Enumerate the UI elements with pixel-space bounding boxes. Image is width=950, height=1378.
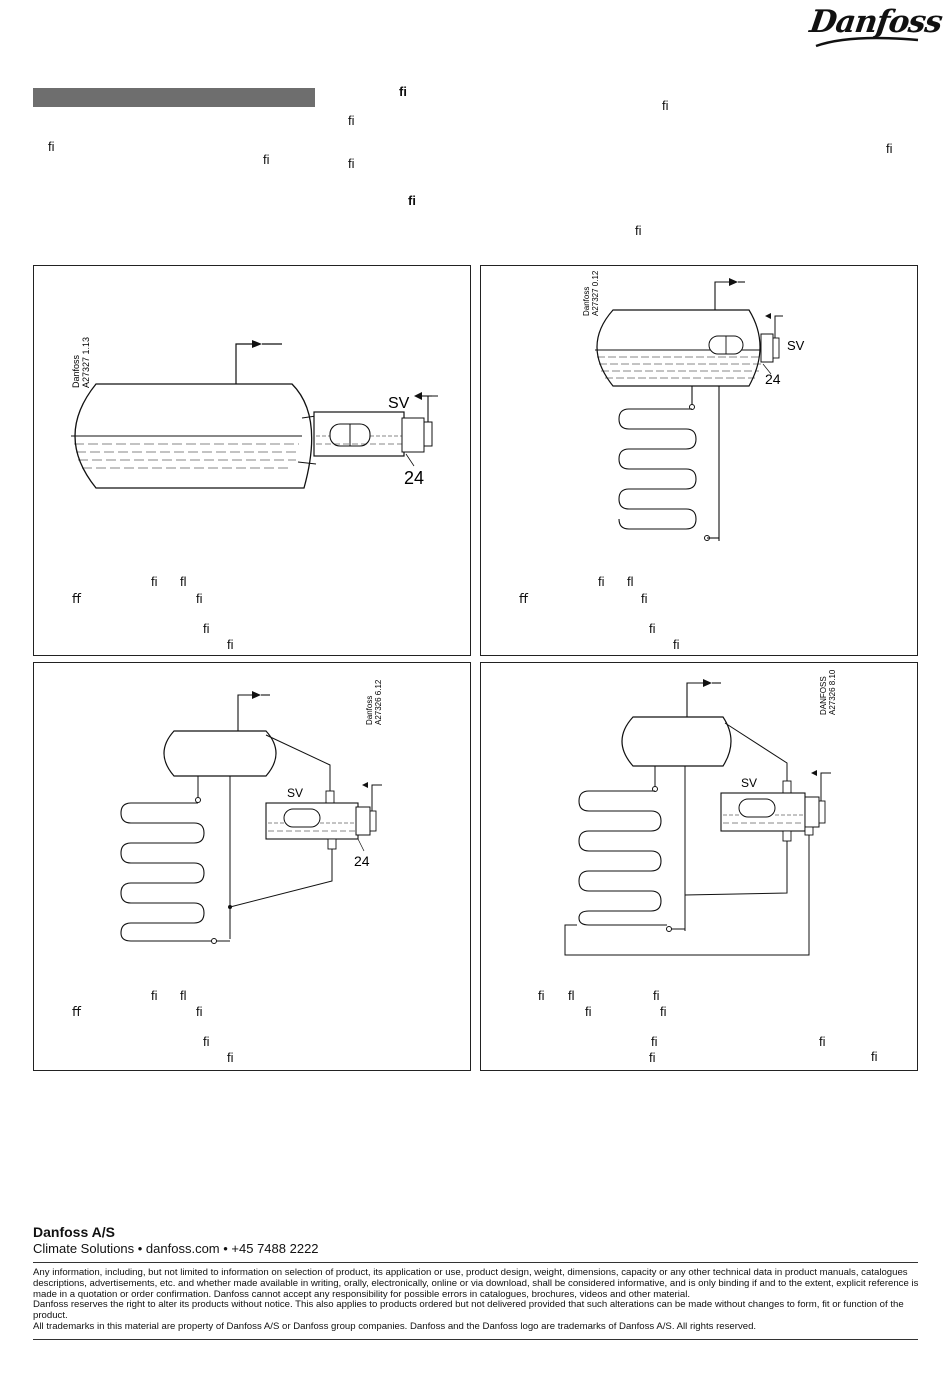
section-header-bar xyxy=(33,88,315,107)
sv-label: SV xyxy=(287,786,303,800)
drawing-code-line1: Danfoss xyxy=(71,354,81,388)
caption-fragment: ﬁ xyxy=(598,574,605,589)
diagram-panel-2: Danfoss A27327 0.12 SV 24 ﬁ ﬂ ﬀ ﬁ ﬁ ﬁ xyxy=(480,265,918,656)
footer-contact-line: Climate Solutions • danfoss.com • +45 74… xyxy=(33,1241,319,1256)
disclaimer-paragraph: All trademarks in this material are prop… xyxy=(33,1320,757,1332)
text-fragment: ﬁ xyxy=(635,223,642,238)
text-fragment: ﬁ xyxy=(886,141,893,156)
caption-fragment: ﬁ xyxy=(660,1004,667,1019)
danfoss-logo: Danfoss xyxy=(807,4,944,48)
caption-fragment: ﬀ xyxy=(519,591,528,606)
valve-number-label: 24 xyxy=(765,371,781,387)
drawing-code-line2: A27327 1.13 xyxy=(81,337,91,388)
caption-fragment: ﬂ xyxy=(627,574,634,589)
diagram-separator-external-chamber-2: DANFOSS A27326 8.10 SV xyxy=(564,669,837,956)
caption-fragment: ﬁ xyxy=(653,988,660,1003)
caption-fragment: ﬁ xyxy=(203,1034,210,1049)
caption-fragment: ﬁ xyxy=(227,1050,234,1065)
drawing-code-line2: A27327 0.12 xyxy=(591,270,600,316)
caption-fragment: ﬁ xyxy=(651,1034,658,1049)
diagram-panel-1: Danfoss A27327 1.13 SV 24 ﬁ ﬂ ﬀ ﬁ ﬁ ﬁ xyxy=(33,265,471,656)
diagram-separator-horizontal: Danfoss A27327 1.13 SV 24 xyxy=(71,337,438,489)
caption-fragment: ﬀ xyxy=(72,591,81,606)
caption-fragment: ﬁ xyxy=(673,637,680,652)
diagram-panel-3: Danfoss A27326 6.12 SV 24 ﬁ ﬂ xyxy=(33,662,471,1071)
caption-fragment: ﬂ xyxy=(180,988,187,1003)
sv-label: SV xyxy=(388,395,410,412)
text-fragment: ﬁ xyxy=(662,98,669,113)
caption-fragment: ﬀ xyxy=(72,1004,81,1019)
diagram-separator-coil: Danfoss A27327 0.12 SV 24 xyxy=(582,270,805,541)
diagram-separator-external-chamber: Danfoss A27326 6.12 SV 24 xyxy=(120,679,383,944)
footer-divider-bottom xyxy=(33,1339,918,1340)
legal-disclaimer: Any information, including, but not limi… xyxy=(33,1267,921,1333)
drawing-code-line1: DANFOSS xyxy=(819,676,828,715)
drawing-code-line1: Danfoss xyxy=(582,287,591,316)
caption-fragment: ﬁ xyxy=(196,1004,203,1019)
text-fragment: ﬁ xyxy=(871,1049,878,1064)
caption-fragment: ﬂ xyxy=(180,574,187,589)
text-fragment: ﬁ xyxy=(48,139,55,154)
drawing-code-line2: A27326 8.10 xyxy=(828,669,837,715)
caption-fragment: ﬁ xyxy=(151,988,158,1003)
logo-wordmark: Danfoss xyxy=(807,4,944,40)
diagram-panel-4: DANFOSS A27326 8.10 SV ﬁ ﬂ ﬁ xyxy=(480,662,918,1071)
text-fragment: ﬁ xyxy=(348,156,355,171)
caption-fragment: ﬁ xyxy=(196,591,203,606)
caption-fragment: ﬂ xyxy=(568,988,575,1003)
text-fragment: ﬁ xyxy=(399,84,407,99)
sv-label: SV xyxy=(741,776,757,790)
caption-fragment: ﬁ xyxy=(203,621,210,636)
drawing-code-line2: A27326 6.12 xyxy=(374,679,383,725)
disclaimer-paragraph: Danfoss reserves the right to alter its … xyxy=(33,1299,904,1322)
caption-fragment: ﬁ xyxy=(819,1034,826,1049)
text-fragment: ﬁ xyxy=(263,152,270,167)
caption-fragment: ﬁ xyxy=(538,988,545,1003)
logo-swoosh-icon xyxy=(815,36,919,48)
footer-company-name: Danfoss A/S xyxy=(33,1224,115,1240)
sv-label: SV xyxy=(787,338,805,353)
caption-fragment: ﬁ xyxy=(151,574,158,589)
valve-number-label: 24 xyxy=(354,853,370,869)
text-fragment: ﬁ xyxy=(408,193,416,208)
caption-fragment: ﬁ xyxy=(641,591,648,606)
drawing-code-line1: Danfoss xyxy=(365,696,374,725)
footer-divider-top xyxy=(33,1262,918,1263)
caption-fragment: ﬁ xyxy=(649,621,656,636)
caption-fragment: ﬁ xyxy=(649,1050,656,1065)
valve-number-label: 24 xyxy=(404,468,424,488)
text-fragment: ﬁ xyxy=(348,113,355,128)
disclaimer-paragraph: Any information, including, but not limi… xyxy=(33,1267,919,1300)
caption-fragment: ﬁ xyxy=(585,1004,592,1019)
caption-fragment: ﬁ xyxy=(227,637,234,652)
